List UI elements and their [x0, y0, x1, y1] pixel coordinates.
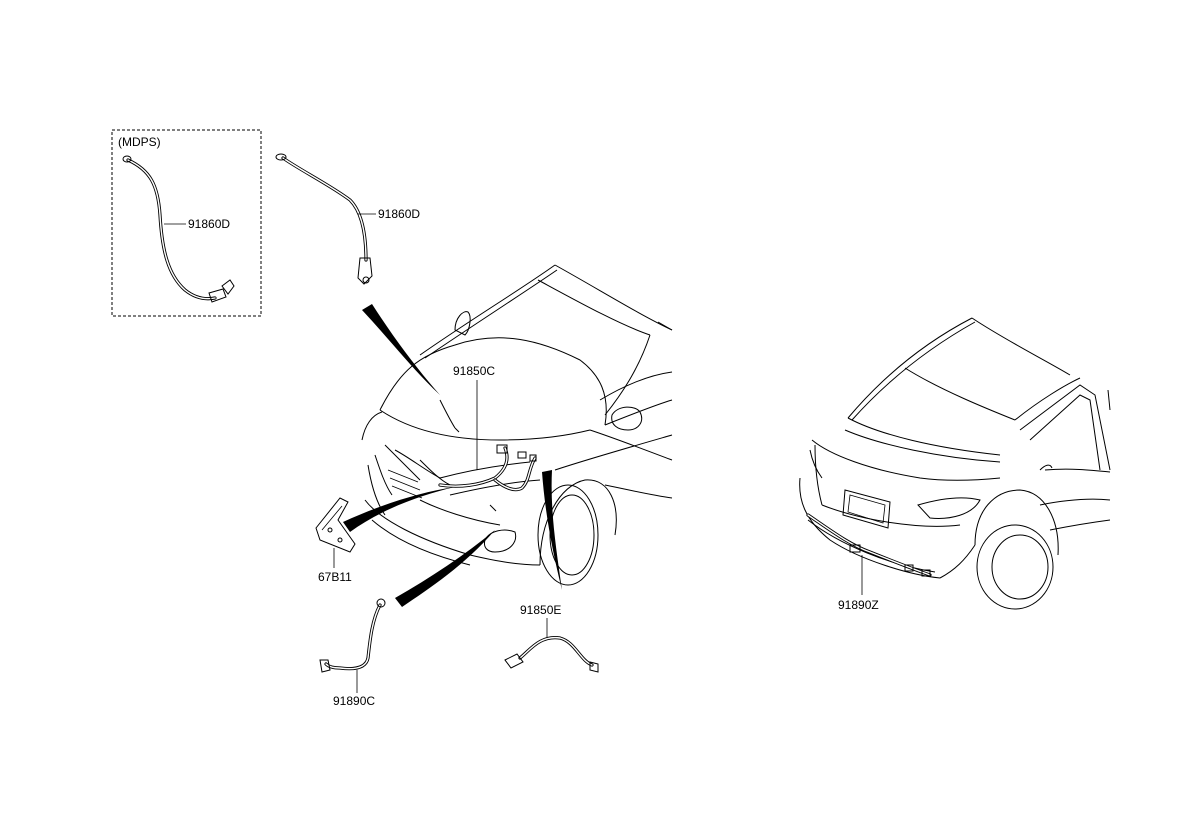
label-91850C[interactable]: 91850C [453, 364, 495, 378]
engine-harness-91850C[interactable] [419, 399, 537, 512]
front-car-illustration [361, 264, 673, 586]
mdps-battery-cable[interactable] [122, 155, 235, 303]
rear-car-illustration [799, 317, 1111, 610]
label-91860D-mdps[interactable]: 91860D [188, 217, 230, 231]
label-91860D[interactable]: 91860D [378, 207, 420, 221]
arrow-91850E [542, 470, 562, 590]
arrow-91890C [395, 530, 495, 607]
label-67B11[interactable]: 67B11 [318, 570, 352, 584]
bracket-67B11[interactable] [315, 497, 356, 553]
sensor-cable-91850E[interactable] [504, 636, 599, 673]
rear-harness-91890Z[interactable] [806, 513, 932, 577]
ground-cable-91890C[interactable] [319, 598, 386, 673]
label-91890Z[interactable]: 91890Z [838, 598, 879, 612]
label-91890C[interactable]: 91890C [333, 694, 375, 708]
label-91850E[interactable]: 91850E [520, 603, 561, 617]
battery-cable-91860D[interactable] [275, 153, 373, 285]
mdps-inset-label: (MDPS) [118, 135, 161, 149]
arrow-91860D [362, 304, 440, 395]
callout-arrows [343, 304, 562, 607]
arrow-67B11 [343, 487, 455, 532]
mdps-inset-border [111, 129, 262, 317]
mdps-inset: (MDPS) 91860D [111, 129, 262, 317]
